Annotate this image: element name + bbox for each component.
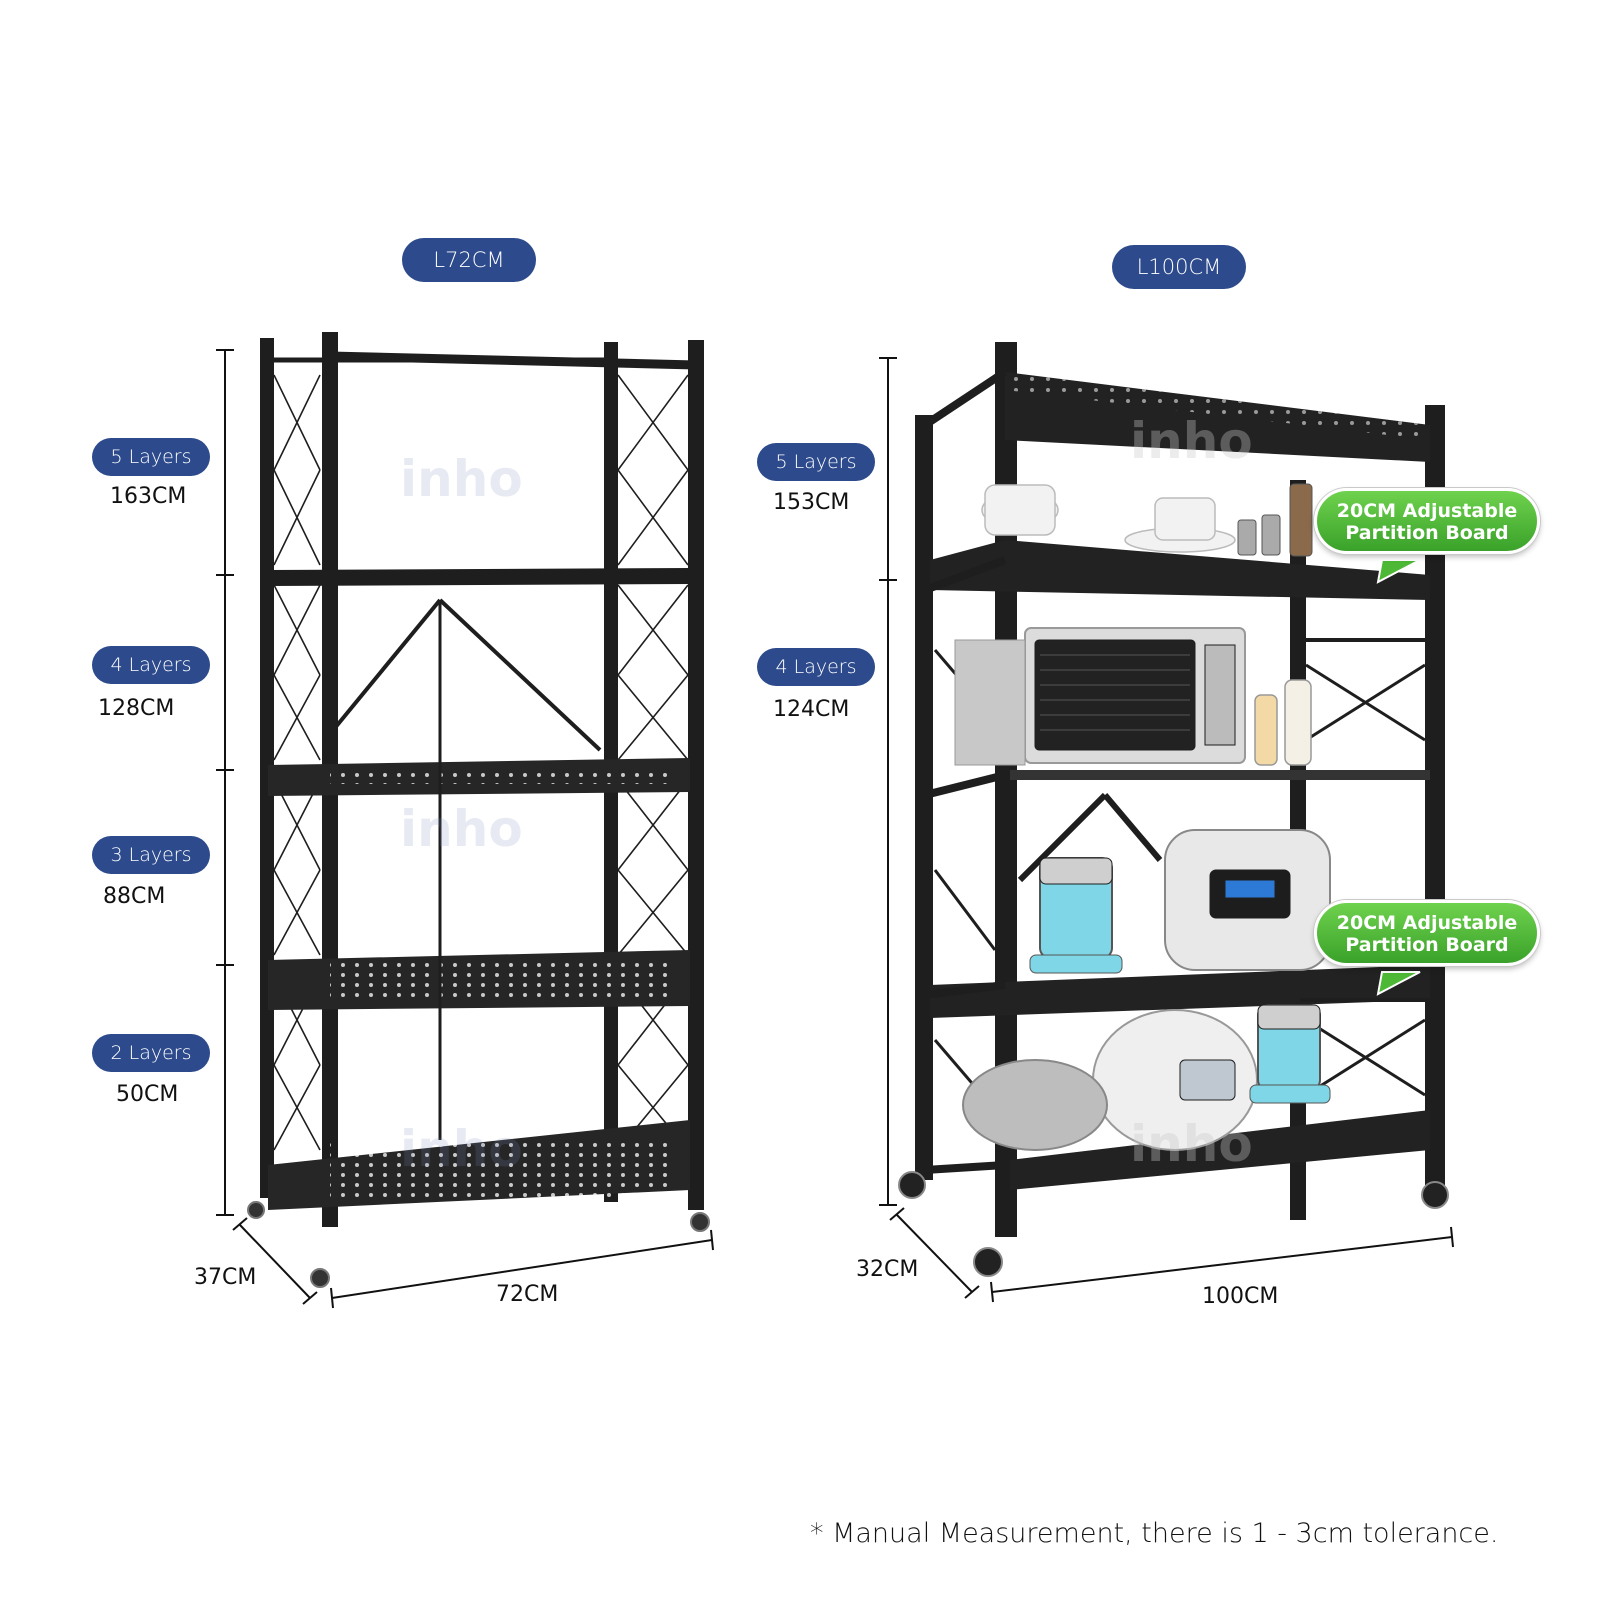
steel-pot	[962, 1059, 1108, 1151]
callout-line: Partition Board	[1345, 522, 1509, 544]
layer-height-label: 153CM	[773, 490, 850, 515]
adjustable-partition-callout: 20CM Adjustable Partition Board	[1314, 900, 1540, 966]
height-dimension-line-right	[879, 357, 897, 1206]
layer-label-pill: 4 Layers	[92, 646, 210, 684]
bottles	[1254, 679, 1312, 766]
layer-height-label: 128CM	[98, 696, 175, 721]
watermark: inho	[400, 800, 523, 858]
layer-height-label: 50CM	[116, 1082, 179, 1107]
width-dimension-line-right	[990, 1226, 1454, 1303]
microwave	[954, 627, 1246, 766]
pressure-cooker	[1164, 829, 1331, 971]
layer-label-pill: 3 Layers	[92, 836, 210, 874]
depth-label: 32CM	[856, 1257, 919, 1282]
rack-72cm	[216, 332, 714, 1309]
layer-label-pill: 2 Layers	[92, 1034, 210, 1072]
width-dimension-line-left	[330, 1229, 714, 1309]
layer-height-label: 124CM	[773, 697, 850, 722]
layer-label-pill: 5 Layers	[757, 443, 875, 481]
callout-pointer-bottom	[1376, 971, 1421, 996]
width-label: 100CM	[1202, 1284, 1279, 1309]
layer-height-label: 88CM	[103, 884, 166, 909]
layer-label-pill: 4 Layers	[757, 648, 875, 686]
depth-dimension-line-right	[889, 1207, 980, 1299]
plates	[981, 484, 1236, 553]
product-title-pill: L72CM	[402, 238, 536, 282]
layer-height-label: 163CM	[110, 484, 187, 509]
product-title-pill: L100CM	[1112, 245, 1246, 289]
height-dimension-line-left	[216, 349, 234, 1216]
adjustable-partition-callout: 20CM Adjustable Partition Board	[1314, 488, 1540, 554]
depth-dimension-line-left	[232, 1217, 318, 1305]
watermark: inho	[400, 1120, 523, 1178]
watermark: inho	[400, 450, 523, 508]
spice-jars	[1237, 483, 1313, 557]
rack-100cm	[879, 342, 1454, 1303]
callout-pointer-top	[1376, 559, 1421, 584]
kettle	[1029, 857, 1123, 974]
watermark: inho	[1130, 1115, 1253, 1173]
blender	[1249, 1004, 1331, 1104]
callout-line: 20CM Adjustable	[1336, 500, 1518, 522]
layer-label-pill: 5 Layers	[92, 438, 210, 476]
width-label: 72CM	[496, 1282, 559, 1307]
tolerance-note: * Manual Measurement, there is 1 - 3cm t…	[810, 1518, 1499, 1549]
watermark: inho	[1130, 412, 1253, 470]
rice-cooker	[1092, 1009, 1258, 1151]
callout-line: 20CM Adjustable	[1336, 912, 1518, 934]
depth-label: 37CM	[194, 1265, 257, 1290]
callout-line: Partition Board	[1345, 934, 1509, 956]
